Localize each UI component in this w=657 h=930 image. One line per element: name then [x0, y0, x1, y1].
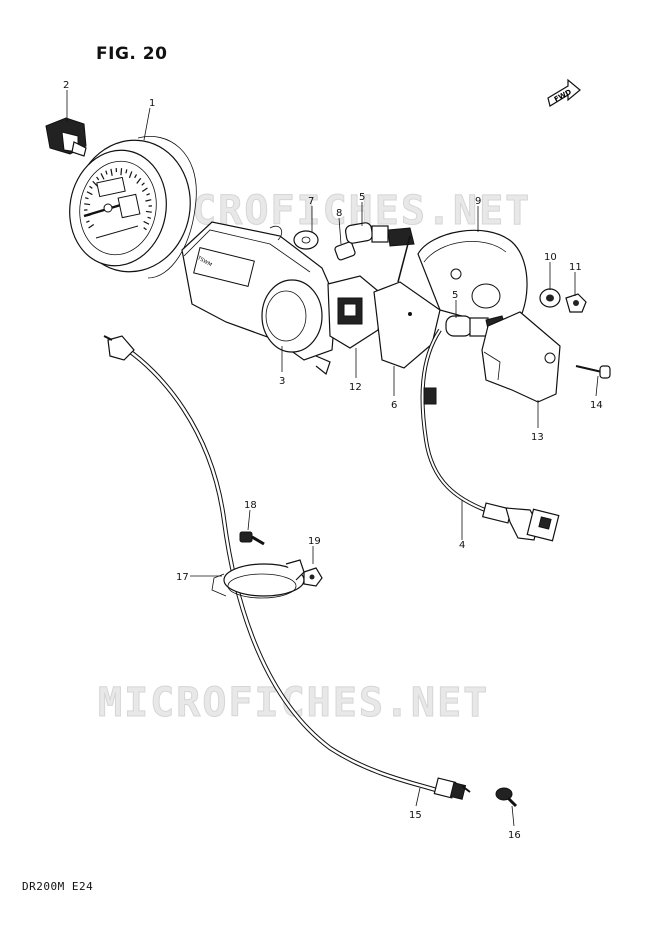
part-3-meter-housing: TSWM [181, 221, 337, 376]
part-1-speedometer [69, 136, 197, 279]
gauge-tick [128, 171, 133, 179]
callout-2: 2 [63, 80, 69, 91]
figure-title: FIG. 20 [96, 44, 168, 64]
watermark-bottom: MICROFICHES.NET [97, 680, 490, 727]
part-19-nut [303, 567, 323, 587]
gauge-tick [143, 227, 147, 231]
fwd-label: FWD [553, 88, 573, 104]
callout-13: 13 [531, 432, 544, 443]
gauge-tick [96, 176, 100, 181]
gauge-tick [141, 182, 145, 186]
callout-9: 9 [475, 196, 481, 207]
gauge-tick [110, 168, 113, 176]
gauge-tick [143, 220, 150, 225]
callout-7: 7 [308, 196, 314, 207]
callout-14: 14 [590, 400, 603, 411]
callout-5b: 5 [452, 290, 458, 301]
gauge-tick [145, 210, 152, 213]
part-9-back-cover [417, 229, 528, 331]
part-16-screw [495, 787, 518, 808]
callout-19: 19 [308, 536, 321, 547]
gauge-tick [89, 185, 93, 189]
gauge-tick [86, 220, 90, 223]
part-12-socket-plate [327, 275, 385, 349]
gauge-tick [88, 224, 95, 229]
part-5-bulb-socket-a [344, 222, 415, 283]
gauge-tick [120, 168, 123, 176]
part-17-cable-clamp [211, 559, 305, 599]
gauge-tick [125, 169, 128, 174]
gauge-tick [136, 177, 142, 184]
part-4-wire-harness [420, 328, 560, 542]
gauge-tick [147, 216, 152, 219]
gauge-tick [141, 187, 148, 192]
part-2-socket [45, 117, 87, 157]
callout-16: 16 [508, 830, 521, 841]
part-8-bulb [334, 241, 356, 261]
part-7-cushion [269, 225, 319, 250]
callout-1: 1 [149, 98, 155, 109]
gauge-tick [84, 197, 89, 200]
part-11-nut [565, 293, 587, 313]
part-18-bolt [239, 531, 265, 546]
part-14-screw [575, 365, 611, 379]
gauge-tick [146, 193, 150, 196]
gauge-tick [100, 173, 105, 180]
callout-6: 6 [391, 400, 397, 411]
part-13-bracket [481, 311, 561, 403]
leader-lines [66, 90, 599, 827]
callout-4: 4 [459, 540, 465, 551]
callout-17: 17 [176, 572, 189, 583]
callout-labels: 1 2 3 4 5 5 6 7 8 9 10 11 12 13 14 15 16… [63, 80, 603, 841]
gauge-tick [84, 203, 91, 206]
gauge-tick [92, 180, 98, 187]
part-10-washer [539, 288, 561, 308]
callout-10: 10 [544, 252, 557, 263]
callout-3: 3 [279, 376, 285, 387]
gauge-tick [105, 170, 108, 175]
gauge-tick [86, 191, 93, 196]
callout-5a: 5 [359, 192, 365, 203]
callout-12: 12 [349, 382, 362, 393]
gauge-tick [134, 174, 138, 179]
watermark-top: MICROFICHES.NET [139, 188, 532, 235]
callout-11: 11 [569, 262, 582, 273]
part-15-speedometer-cable [103, 335, 471, 800]
figure-code: DR200M E24 [22, 880, 94, 893]
callout-18: 18 [244, 500, 257, 511]
callout-15: 15 [409, 810, 422, 821]
fwd-arrow-icon: FWD [547, 78, 581, 107]
callout-8: 8 [336, 208, 342, 219]
gauge-tick [145, 199, 152, 202]
